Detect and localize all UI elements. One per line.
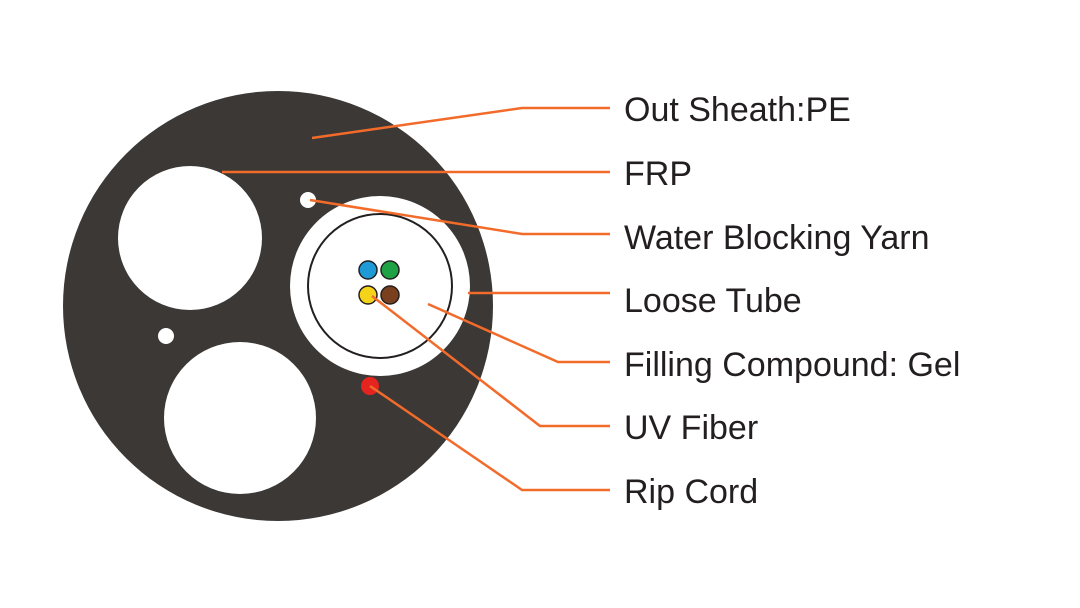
label-uv-fiber: UV Fiber bbox=[624, 409, 758, 447]
leader-line-water-blocking-yarn bbox=[309, 198, 610, 236]
fiber-brown bbox=[380, 285, 400, 305]
fiber-yellow bbox=[358, 285, 378, 305]
leader-line-uv-fiber bbox=[371, 295, 610, 428]
leader-line-filling-compound bbox=[427, 302, 610, 364]
leader-line-rip-cord bbox=[369, 384, 610, 492]
cable-cross-section bbox=[63, 91, 493, 521]
leader-lines bbox=[222, 106, 610, 492]
water-blocking-yarn-upper bbox=[300, 192, 316, 208]
leader-line-out-sheath bbox=[311, 106, 610, 140]
tube-inner-wall bbox=[307, 213, 453, 359]
label-rip-cord: Rip Cord bbox=[624, 473, 758, 511]
label-out-sheath: Out Sheath:PE bbox=[624, 91, 851, 129]
label-filling-compound: Filling Compound: Gel bbox=[624, 346, 960, 384]
frp-rod-upper bbox=[118, 166, 262, 310]
fiber-blue bbox=[358, 260, 378, 280]
frp-rod-lower bbox=[164, 342, 316, 494]
label-loose-tube: Loose Tube bbox=[624, 282, 802, 320]
label-water-blocking-yarn: Water Blocking Yarn bbox=[624, 219, 930, 257]
label-frp: FRP bbox=[624, 155, 692, 193]
fiber-green bbox=[380, 260, 400, 280]
labels: Out Sheath:PE FRP Water Blocking Yarn Lo… bbox=[624, 91, 960, 511]
water-blocking-yarn-lower bbox=[158, 328, 174, 344]
